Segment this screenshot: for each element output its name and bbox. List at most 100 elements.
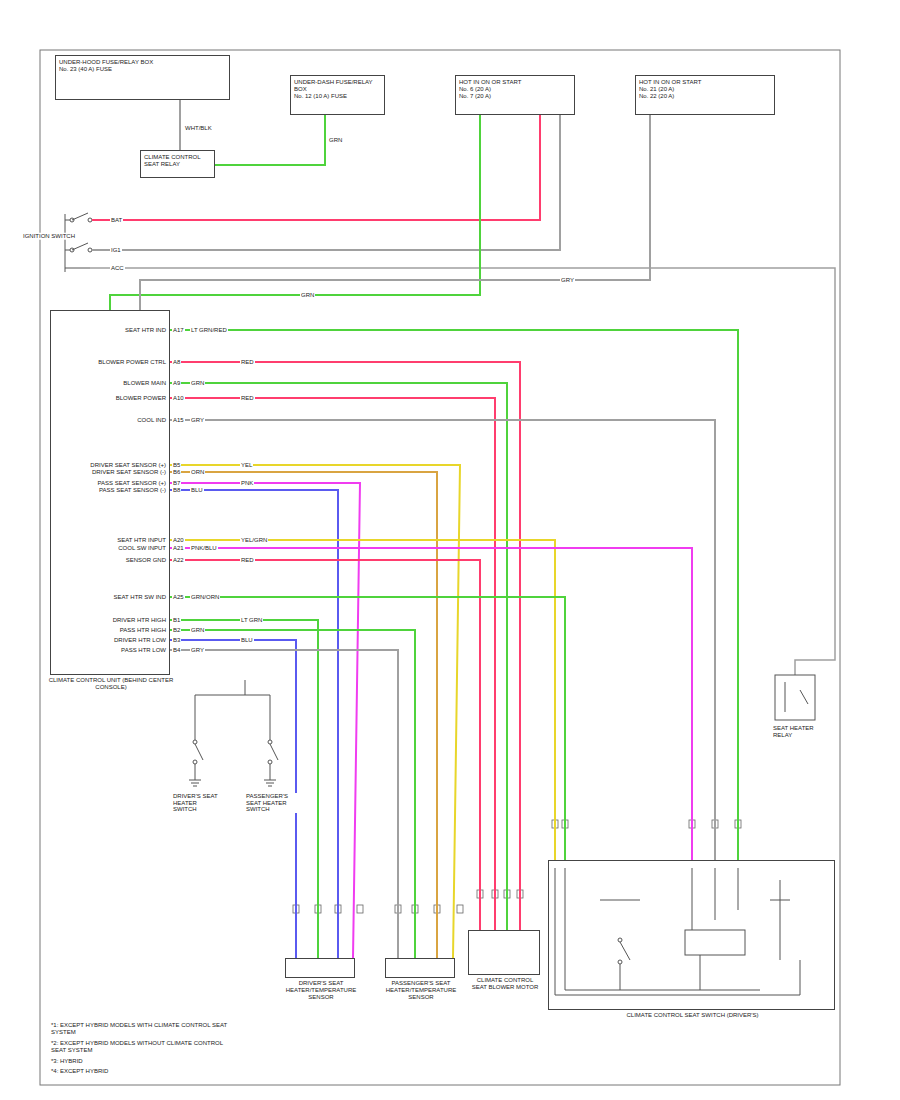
fuse-relay-box: UNDER-HOOD FUSE/RELAY BOXNo. 23 (40 A) F… bbox=[55, 55, 230, 100]
note: *1: EXCEPT HYBRID MODELS WITH CLIMATE CO… bbox=[50, 1022, 232, 1035]
pin-number: A9 bbox=[172, 380, 181, 387]
caption-block: CLIMATE CONTROL UNIT (BEHIND CENTER CONS… bbox=[41, 677, 181, 691]
pin-name: PASS SEAT SENSOR (+) bbox=[96, 480, 167, 487]
pin-number: B6 bbox=[172, 469, 181, 476]
wire bbox=[170, 650, 398, 958]
wire-color-code: RED bbox=[240, 557, 255, 564]
pin-name: PASS SEAT SENSOR (-) bbox=[98, 487, 167, 494]
pin-name: COOL SW INPUT bbox=[117, 545, 167, 552]
wire bbox=[170, 483, 360, 958]
wire bbox=[170, 362, 520, 930]
fuse-box: HOT IN ON OR STARTNo. 21 (20 A)No. 22 (2… bbox=[635, 75, 775, 115]
wire bbox=[170, 398, 495, 930]
note: *3: HYBRID bbox=[50, 1058, 232, 1065]
pin-name: SEAT HTR INPUT bbox=[116, 537, 167, 544]
wire-color-code: LT GRN/RED bbox=[190, 327, 228, 334]
wire-color-code: GRN bbox=[328, 137, 343, 144]
wire bbox=[140, 115, 650, 310]
note: *2: EXCEPT HYBRID MODELS WITHOUT CLIMATE… bbox=[50, 1040, 232, 1053]
pin-number: B4 bbox=[172, 647, 181, 654]
pin-number: B7 bbox=[172, 480, 181, 487]
wire-color-code: ORN bbox=[190, 469, 205, 476]
seat-heater: DRIVER'S SEAT HEATER/TEMPERATURE SENSOR bbox=[285, 958, 355, 978]
wire-color-code: YEL bbox=[240, 462, 253, 469]
wire-color-code: GRY bbox=[190, 417, 205, 424]
pin-number: A10 bbox=[172, 395, 185, 402]
wire-color-code: GRY bbox=[190, 647, 205, 654]
caption-block: CLIMATE CONTROL SEAT SWITCH (DRIVER'S) bbox=[549, 1012, 836, 1019]
pin-name: SEAT HTR SW IND bbox=[113, 594, 167, 601]
component-name: CLIMATE CONTROL SEAT RELAY bbox=[144, 154, 211, 168]
component-name: HOT IN ON OR START bbox=[459, 79, 571, 86]
relay-symbol bbox=[775, 675, 815, 720]
blower-motor: CLIMATE CONTROL SEAT BLOWER MOTOR bbox=[468, 930, 540, 975]
seat-heater: PASSENGER'S SEAT HEATER/TEMPERATURE SENS… bbox=[385, 958, 455, 978]
fuse-box: HOT IN ON OR STARTNo. 6 (20 A)No. 7 (20 … bbox=[455, 75, 575, 115]
component-name: CLIMATE CONTROL UNIT (BEHIND CENTER CONS… bbox=[41, 677, 181, 691]
terminal-name: ACC bbox=[110, 265, 125, 272]
caption-block: PASSENGER'S SEAT HEATER/TEMPERATURE SENS… bbox=[376, 980, 466, 1001]
pin-name: PASS HTR HIGH bbox=[119, 627, 167, 634]
wire bbox=[215, 115, 325, 165]
wire-color-code: YEL/GRN bbox=[240, 537, 268, 544]
pin-number: B5 bbox=[172, 462, 181, 469]
component-name: CLIMATE CONTROL SEAT BLOWER MOTOR bbox=[469, 977, 541, 991]
pin-number: A25 bbox=[172, 594, 185, 601]
pin-number: B8 bbox=[172, 487, 181, 494]
pin-number: A22 bbox=[172, 557, 185, 564]
pin-name: SEAT HTR IND bbox=[124, 327, 167, 334]
relay-coil-symbol bbox=[785, 682, 808, 712]
caption-block: CLIMATE CONTROL SEAT BLOWER MOTOR bbox=[469, 977, 541, 991]
component-detail: No. 6 (20 A) bbox=[459, 86, 571, 93]
switch-symbol bbox=[189, 680, 278, 786]
power-wire bbox=[92, 115, 540, 220]
wire-color-code: WHT/BLK bbox=[184, 125, 213, 132]
pin-number: B1 bbox=[172, 617, 181, 624]
wire-color-code: GRN bbox=[300, 292, 315, 299]
pin-number: A15 bbox=[172, 417, 185, 424]
note: *4: EXCEPT HYBRID bbox=[50, 1068, 232, 1075]
component-detail: No. 22 (20 A) bbox=[639, 93, 771, 100]
component-detail: No. 23 (40 A) FUSE bbox=[59, 66, 226, 73]
wire-color-code: GRN bbox=[190, 380, 205, 387]
component-name: UNDER-DASH FUSE/RELAY BOX bbox=[294, 79, 381, 93]
power-wire bbox=[92, 115, 560, 250]
pin-number: A21 bbox=[172, 545, 185, 552]
wire bbox=[170, 597, 565, 860]
part-name: SEAT HEATER RELAY bbox=[772, 725, 832, 738]
pin-number: B3 bbox=[172, 637, 181, 644]
wire bbox=[170, 560, 480, 930]
component-name: UNDER-HOOD FUSE/RELAY BOX bbox=[59, 59, 226, 66]
part-name: PASSENGER'S SEAT HEATER SWITCH bbox=[245, 793, 302, 813]
fuse-box: UNDER-DASH FUSE/RELAY BOXNo. 12 (10 A) F… bbox=[290, 75, 385, 115]
wire-color-code: LT GRN bbox=[240, 617, 263, 624]
terminal-name: IG1 bbox=[110, 247, 122, 254]
wire-color-code: GRN bbox=[190, 627, 205, 634]
pin-number: A17 bbox=[172, 327, 185, 334]
pin-name: BLOWER POWER CTRL bbox=[97, 359, 167, 366]
pin-number: B2 bbox=[172, 627, 181, 634]
wire-color-code: BLU bbox=[240, 637, 254, 644]
wire bbox=[170, 548, 692, 860]
pin-number: A20 bbox=[172, 537, 185, 544]
ignition-switch-symbol bbox=[65, 213, 92, 272]
pin-name: COOL IND bbox=[136, 417, 167, 424]
pin-name: PASS HTR LOW bbox=[120, 647, 167, 654]
wire bbox=[170, 540, 555, 860]
pin-name: DRIVER SEAT SENSOR (-) bbox=[91, 469, 167, 476]
caption-block: DRIVER'S SEAT HEATER/TEMPERATURE SENSOR bbox=[276, 980, 366, 1001]
wire bbox=[170, 465, 460, 958]
component-name: DRIVER'S SEAT HEATER/TEMPERATURE SENSOR bbox=[276, 980, 366, 1001]
part-name: IGNITION SWITCH bbox=[22, 233, 76, 240]
pin-number: A8 bbox=[172, 359, 181, 366]
wire-color-code: GRY bbox=[560, 277, 575, 284]
component-detail: No. 21 (20 A) bbox=[639, 86, 771, 93]
component-name: HOT IN ON OR START bbox=[639, 79, 771, 86]
wire bbox=[170, 420, 715, 860]
wire bbox=[179, 100, 181, 150]
component-name: PASSENGER'S SEAT HEATER/TEMPERATURE SENS… bbox=[376, 980, 466, 1001]
switch-internals bbox=[555, 868, 800, 995]
wire bbox=[170, 620, 318, 958]
wire bbox=[170, 630, 415, 958]
relay-box: CLIMATE CONTROL SEAT RELAY bbox=[140, 150, 215, 178]
